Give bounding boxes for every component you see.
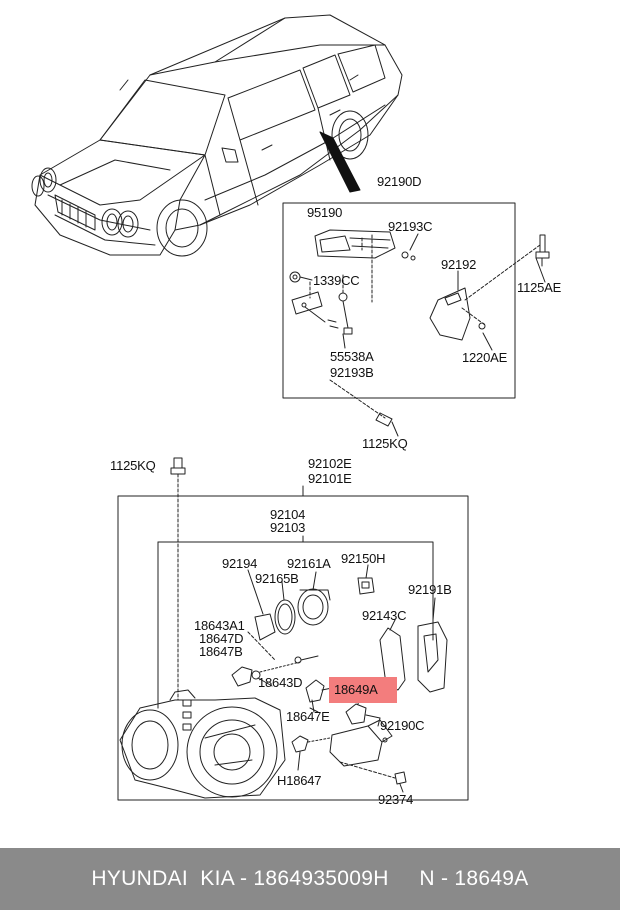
part-label-1125KQ-top: 1125KQ (362, 436, 408, 451)
part-label-18643D: 18643D (258, 675, 303, 690)
part-label-92161A: 92161A (287, 556, 331, 571)
part-label-92101E: 92101E (308, 471, 352, 486)
diagram-drawing (31, 14, 550, 801)
part-label-92193C: 92193C (388, 219, 433, 234)
part-label-92374: 92374 (378, 792, 414, 807)
part-label-18649A: 18649A (334, 682, 378, 697)
highlight-18649A (329, 677, 397, 703)
footer-part-number: HYUNDAI KIA - 1864935009H N - 18649A (91, 867, 529, 890)
leveling-unit-box (282, 202, 550, 437)
part-label-18647B: 18647B (199, 644, 243, 659)
headlamp-box (117, 457, 469, 801)
part-label-92103: 92103 (270, 520, 306, 535)
part-label-92104: 92104 (270, 507, 306, 522)
part-label-1125AE: 1125AE (517, 280, 562, 295)
part-label-18647D: 18647D (199, 631, 244, 646)
part-label-55538A: 55538A (330, 349, 374, 364)
part-label-92194: 92194 (222, 556, 258, 571)
part-label-95190: 95190 (307, 205, 343, 220)
part-label-92102E: 92102E (308, 456, 352, 471)
part-label-1125KQ-left: 1125KQ (110, 458, 156, 473)
part-label-18647E: 18647E (286, 709, 330, 724)
part-label-92191B: 92191B (408, 582, 452, 597)
part-label-92165B: 92165B (255, 571, 299, 586)
footer-bar: HYUNDAI KIA - 1864935009H N - 18649A (0, 848, 620, 910)
part-label-92150H: 92150H (341, 551, 386, 566)
part-label-92190C: 92190C (380, 718, 425, 733)
car-illustration (31, 14, 403, 257)
part-label-H18647: H18647 (277, 773, 322, 788)
part-label-1339CC: 1339CC (313, 273, 360, 288)
part-label-1220AE: 1220AE (462, 350, 508, 365)
part-label-92190D: 92190D (377, 174, 422, 189)
part-label-18643A1: 18643A1 (194, 618, 245, 633)
part-label-92192: 92192 (441, 257, 477, 272)
part-label-92143C: 92143C (362, 608, 407, 623)
part-label-92193B: 92193B (330, 365, 374, 380)
